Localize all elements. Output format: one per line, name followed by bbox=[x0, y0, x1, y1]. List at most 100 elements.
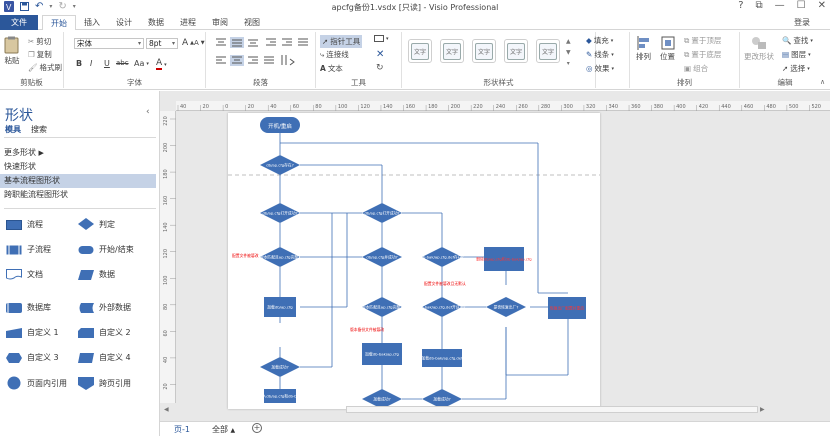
tab-search[interactable]: 搜索 bbox=[31, 125, 47, 134]
select-button[interactable]: ➚选择▾ bbox=[782, 64, 810, 73]
all-pages-button[interactable]: 全部 ▲ bbox=[212, 424, 235, 435]
tab-file[interactable]: 文件 bbox=[0, 15, 38, 30]
connector-tool-button[interactable]: ⤷连接线 bbox=[320, 49, 349, 60]
paste-button[interactable]: 粘贴 bbox=[4, 36, 20, 66]
connection-point-button[interactable]: ✕ bbox=[376, 49, 384, 60]
add-page-button[interactable]: + bbox=[252, 423, 262, 433]
ribbon-display-button[interactable]: ⧉ bbox=[755, 0, 763, 11]
tab-design[interactable]: 设计 bbox=[116, 18, 132, 27]
group-button[interactable]: ▣组合 bbox=[684, 63, 708, 74]
strikethrough-button[interactable]: abc bbox=[116, 59, 129, 67]
change-shape-button[interactable]: 更改形状 bbox=[744, 36, 774, 62]
shape-custom3[interactable]: 自定义 3 bbox=[6, 352, 59, 363]
tab-review[interactable]: 审阅 bbox=[212, 18, 228, 27]
shape-off-page-ref[interactable]: 跨页引用 bbox=[78, 377, 131, 390]
minimize-button[interactable]: — bbox=[774, 0, 785, 11]
process-delete-cfg[interactable] bbox=[484, 247, 524, 271]
shape-data[interactable]: 数据 bbox=[78, 269, 115, 280]
shape-database[interactable]: 数据库 bbox=[6, 302, 51, 313]
font-family-select[interactable]: 宋体▾ bbox=[74, 38, 144, 49]
align-button[interactable]: 排列 bbox=[636, 36, 651, 62]
style-preview-3[interactable]: 文字 bbox=[472, 39, 496, 63]
shape-custom4[interactable]: 自定义 4 bbox=[78, 352, 131, 363]
decision-load-ok-2[interactable] bbox=[362, 389, 402, 409]
send-to-back-button[interactable]: ⧉置于底层 bbox=[684, 49, 721, 60]
tab-view[interactable]: 视图 bbox=[244, 18, 260, 27]
process-write-ap-cfg[interactable] bbox=[264, 389, 296, 403]
find-button[interactable]: 🔍查找▾ bbox=[782, 36, 813, 45]
decision-def-open-ok[interactable] bbox=[422, 297, 462, 317]
decision-load-ok-3[interactable] bbox=[422, 389, 462, 409]
undo-dropdown-icon[interactable]: ▾ bbox=[49, 3, 53, 10]
shrink-font-button[interactable]: A▼ bbox=[194, 39, 205, 47]
stencil-basic-flowchart[interactable]: 基本流程图形状 bbox=[0, 174, 156, 188]
grow-font-button[interactable]: A▲ bbox=[182, 38, 195, 48]
sign-in-link[interactable]: 登录 bbox=[794, 18, 810, 27]
decision-open-ok-1[interactable] bbox=[260, 203, 300, 223]
line-button[interactable]: ✎线条▾ bbox=[586, 50, 614, 59]
bring-to-front-button[interactable]: ⧉置于顶层 bbox=[684, 35, 721, 46]
shape-document[interactable]: 文档 bbox=[6, 269, 43, 280]
style-preview-2[interactable]: 文字 bbox=[440, 39, 464, 63]
process-load-ap-cfg[interactable] bbox=[264, 297, 296, 317]
layers-button[interactable]: ▤图层▾ bbox=[782, 50, 811, 59]
cut-button[interactable]: ✂剪切 bbox=[28, 36, 51, 47]
redo-icon[interactable]: ↻ bbox=[58, 1, 67, 12]
tab-insert[interactable]: 插入 bbox=[84, 18, 100, 27]
shape-decision[interactable]: 判定 bbox=[78, 218, 115, 230]
pointer-tool-button[interactable]: ➚指针工具 bbox=[320, 35, 363, 48]
style-preview-5[interactable]: 文字 bbox=[536, 39, 560, 63]
shape-custom2[interactable]: 自定义 2 bbox=[78, 327, 131, 338]
stencil-quick-shapes[interactable]: 快速形状 bbox=[4, 162, 36, 171]
effects-button[interactable]: ◎效果▾ bbox=[586, 64, 615, 73]
process-factory-restart[interactable] bbox=[548, 297, 586, 319]
styles-gallery-scroll[interactable]: ▲▼▾ bbox=[566, 38, 571, 67]
italic-button[interactable]: I bbox=[90, 59, 93, 68]
decision-open-ok-2[interactable] bbox=[362, 203, 402, 223]
scroll-left-icon[interactable]: ◀ bbox=[164, 406, 169, 413]
rotate-tool-button[interactable]: ↻ bbox=[376, 63, 384, 73]
tab-data[interactable]: 数据 bbox=[148, 18, 164, 27]
tab-stencils[interactable]: 模具 bbox=[5, 125, 21, 134]
stencil-cross-functional[interactable]: 跨职能流程图形状 bbox=[4, 190, 68, 199]
copy-button[interactable]: ❐复制 bbox=[28, 49, 52, 60]
drawing-page[interactable]: 开机/重启 db/ap.cfg存在? db/ap.cfg打开成功? bbox=[228, 113, 600, 409]
process-load-bak[interactable] bbox=[362, 343, 402, 365]
decision-ap-cfg-exists[interactable] bbox=[260, 155, 300, 175]
scroll-right-icon[interactable]: ▶ bbox=[760, 406, 765, 413]
underline-button[interactable]: U bbox=[104, 59, 110, 68]
style-preview-1[interactable]: 文字 bbox=[408, 39, 432, 63]
tab-process[interactable]: 进程 bbox=[180, 18, 196, 27]
rectangle-tool-button[interactable]: ▾ bbox=[374, 35, 389, 42]
bold-button[interactable]: B bbox=[76, 59, 83, 68]
format-painter-button[interactable]: 🖌格式刷 bbox=[28, 62, 62, 73]
decision-load-ok-1[interactable] bbox=[260, 357, 300, 377]
fill-button[interactable]: ◆填充▾ bbox=[586, 36, 614, 45]
decision-open-ok-3[interactable] bbox=[362, 247, 402, 267]
position-button[interactable]: 位置 bbox=[660, 36, 675, 62]
shape-external-data[interactable]: 外部数据 bbox=[78, 302, 131, 313]
shape-on-page-ref[interactable]: 页面内引用 bbox=[6, 376, 67, 390]
decision-version-match-2[interactable] bbox=[362, 297, 402, 317]
more-shapes-item[interactable]: 更多形状 ▶ bbox=[0, 146, 156, 160]
page-tab-1[interactable]: 页-1 bbox=[174, 425, 190, 434]
save-icon[interactable] bbox=[20, 2, 29, 11]
decision-factory-reset[interactable] bbox=[486, 297, 526, 317]
decision-def-exists[interactable] bbox=[422, 247, 462, 267]
font-color-button[interactable]: A▾ bbox=[156, 58, 167, 70]
decision-version-match-1[interactable] bbox=[260, 247, 300, 267]
collapse-ribbon-button[interactable]: ∧ bbox=[820, 78, 825, 86]
shape-custom1[interactable]: 自定义 1 bbox=[6, 327, 59, 338]
shape-subprocess[interactable]: 子流程 bbox=[6, 244, 51, 255]
close-button[interactable]: ✕ bbox=[817, 0, 826, 11]
change-case-button[interactable]: Aa▾ bbox=[134, 59, 149, 68]
customize-qat-icon[interactable]: ▾ bbox=[72, 3, 76, 10]
collapse-pane-icon[interactable]: ‹ bbox=[146, 107, 150, 117]
style-preview-4[interactable]: 文字 bbox=[504, 39, 528, 63]
start-terminator[interactable]: 开机/重启 bbox=[260, 117, 300, 133]
help-button[interactable]: ? bbox=[738, 0, 744, 11]
horizontal-scrollbar[interactable] bbox=[346, 406, 758, 413]
shape-terminator[interactable]: 开始/结束 bbox=[78, 244, 134, 255]
